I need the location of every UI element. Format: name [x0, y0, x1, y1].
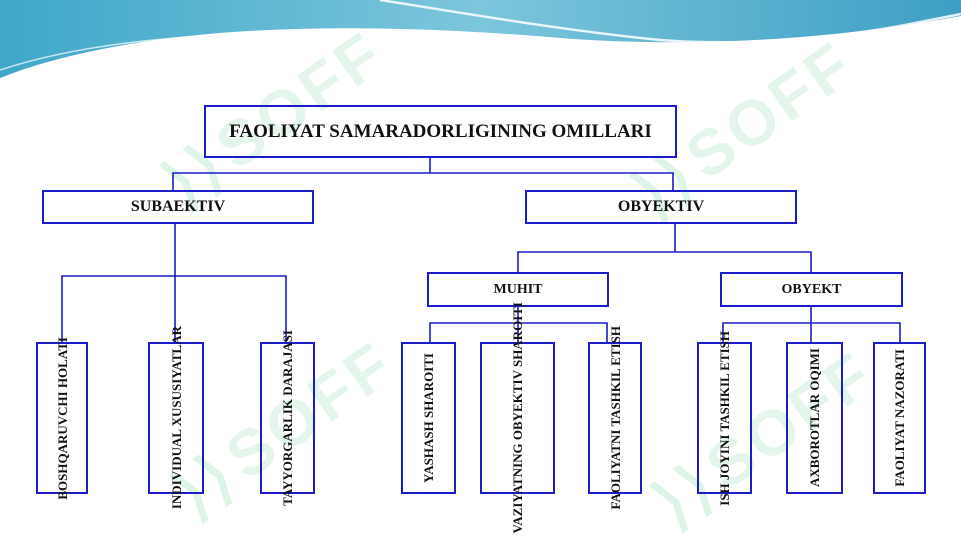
objective-label: OBYEKTIV	[617, 198, 705, 215]
leaf-label: VAZIYATNING OBYEKTIV SHAROITI	[510, 302, 525, 534]
leaf-label: FAOLIYATNI TASHKIL ETISH	[607, 326, 623, 510]
object-label: OBYEKT	[781, 281, 842, 297]
leaf-activity-control: FAOLIYAT NAZORATI	[873, 342, 926, 494]
environment-node: MUHIT	[427, 272, 609, 307]
leaf-individual-traits: INDIVIDUAL XUSUSIYATLAR	[148, 326, 204, 510]
leaf-label: INDIVIDUAL XUSUSIYATLAR	[168, 326, 184, 510]
root-node: FAOLIYAT SAMARADORLIGINING OMILLARI	[204, 105, 677, 158]
leaf-label: AXBOROTLAR OQIMI	[807, 348, 822, 488]
subjective-label: SUBAEKTIV	[130, 198, 226, 215]
leaf-manager-state: BOSHQARUVCHI HOLATI	[36, 337, 88, 499]
root-label: FAOLIYAT SAMARADORLIGINING OMILLARI	[229, 120, 652, 142]
leaf-workplace-organization: ISH JOYINI TASHKIL ETISH	[697, 331, 752, 505]
leaf-label: ISH JOYINI TASHKIL ETISH	[717, 330, 732, 506]
object-node: OBYEKT	[720, 272, 903, 307]
leaf-label: FAOLIYAT NAZORATI	[892, 349, 907, 487]
header-wave	[0, 0, 961, 78]
leaf-label: YASHASH SHAROITI	[421, 353, 436, 483]
objective-node: OBYEKTIV	[525, 190, 797, 224]
leaf-label: TAYYORGARLIK DARAJASI	[280, 330, 295, 506]
leaf-objective-situation: VAZIYATNING OBYEKTIV SHAROITI	[480, 302, 555, 534]
leaf-readiness-level: TAYYORGARLIK DARAJASI	[260, 330, 315, 506]
environment-label: MUHIT	[493, 281, 543, 297]
leaf-activity-organization: FAOLIYATNI TASHKIL ETISH	[588, 326, 642, 510]
leaf-living-conditions: YASHASH SHAROITI	[401, 342, 456, 494]
leaf-information-flow: AXBOROTLAR OQIMI	[786, 342, 843, 494]
subjective-node: SUBAEKTIV	[42, 190, 314, 224]
leaf-label: BOSHQARUVCHI HOLATI	[54, 336, 70, 500]
